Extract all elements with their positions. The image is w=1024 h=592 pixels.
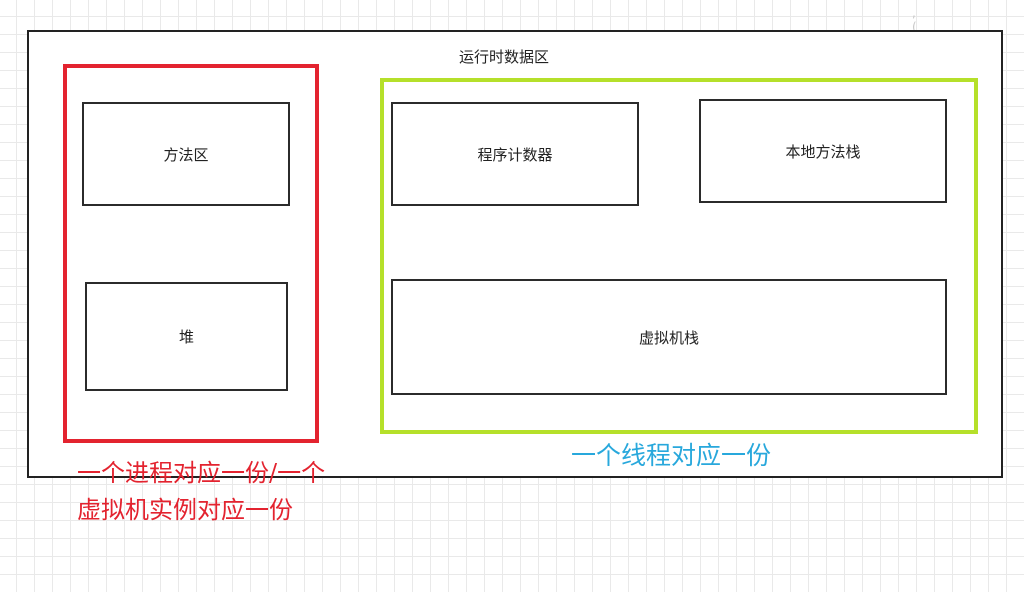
heap-label: 堆 bbox=[178, 328, 194, 346]
program-counter-label: 程序计数器 bbox=[477, 145, 553, 164]
native-method-stack-box: 本地方法栈 bbox=[699, 99, 947, 203]
method-area-box: 方法区 bbox=[82, 102, 290, 206]
native-method-stack-label: 本地方法栈 bbox=[785, 142, 861, 161]
program-counter-box: 程序计数器 bbox=[391, 102, 639, 206]
corner-marks: , ( bbox=[912, 6, 977, 34]
vm-stack-label: 虚拟机栈 bbox=[638, 328, 699, 347]
shared-group-frame bbox=[63, 64, 319, 443]
runtime-data-area-title: 运行时数据区 bbox=[459, 48, 550, 66]
per-thread-group-caption: 一个线程对应一份 bbox=[571, 441, 772, 470]
shared-group-caption: 一个进程对应一份/一个虚拟机实例对应一份 bbox=[77, 459, 326, 524]
vm-stack-box: 虚拟机栈 bbox=[391, 279, 947, 395]
per-thread-group-frame bbox=[380, 78, 978, 434]
heap-box: 堆 bbox=[85, 282, 288, 391]
method-area-label: 方法区 bbox=[163, 145, 209, 164]
